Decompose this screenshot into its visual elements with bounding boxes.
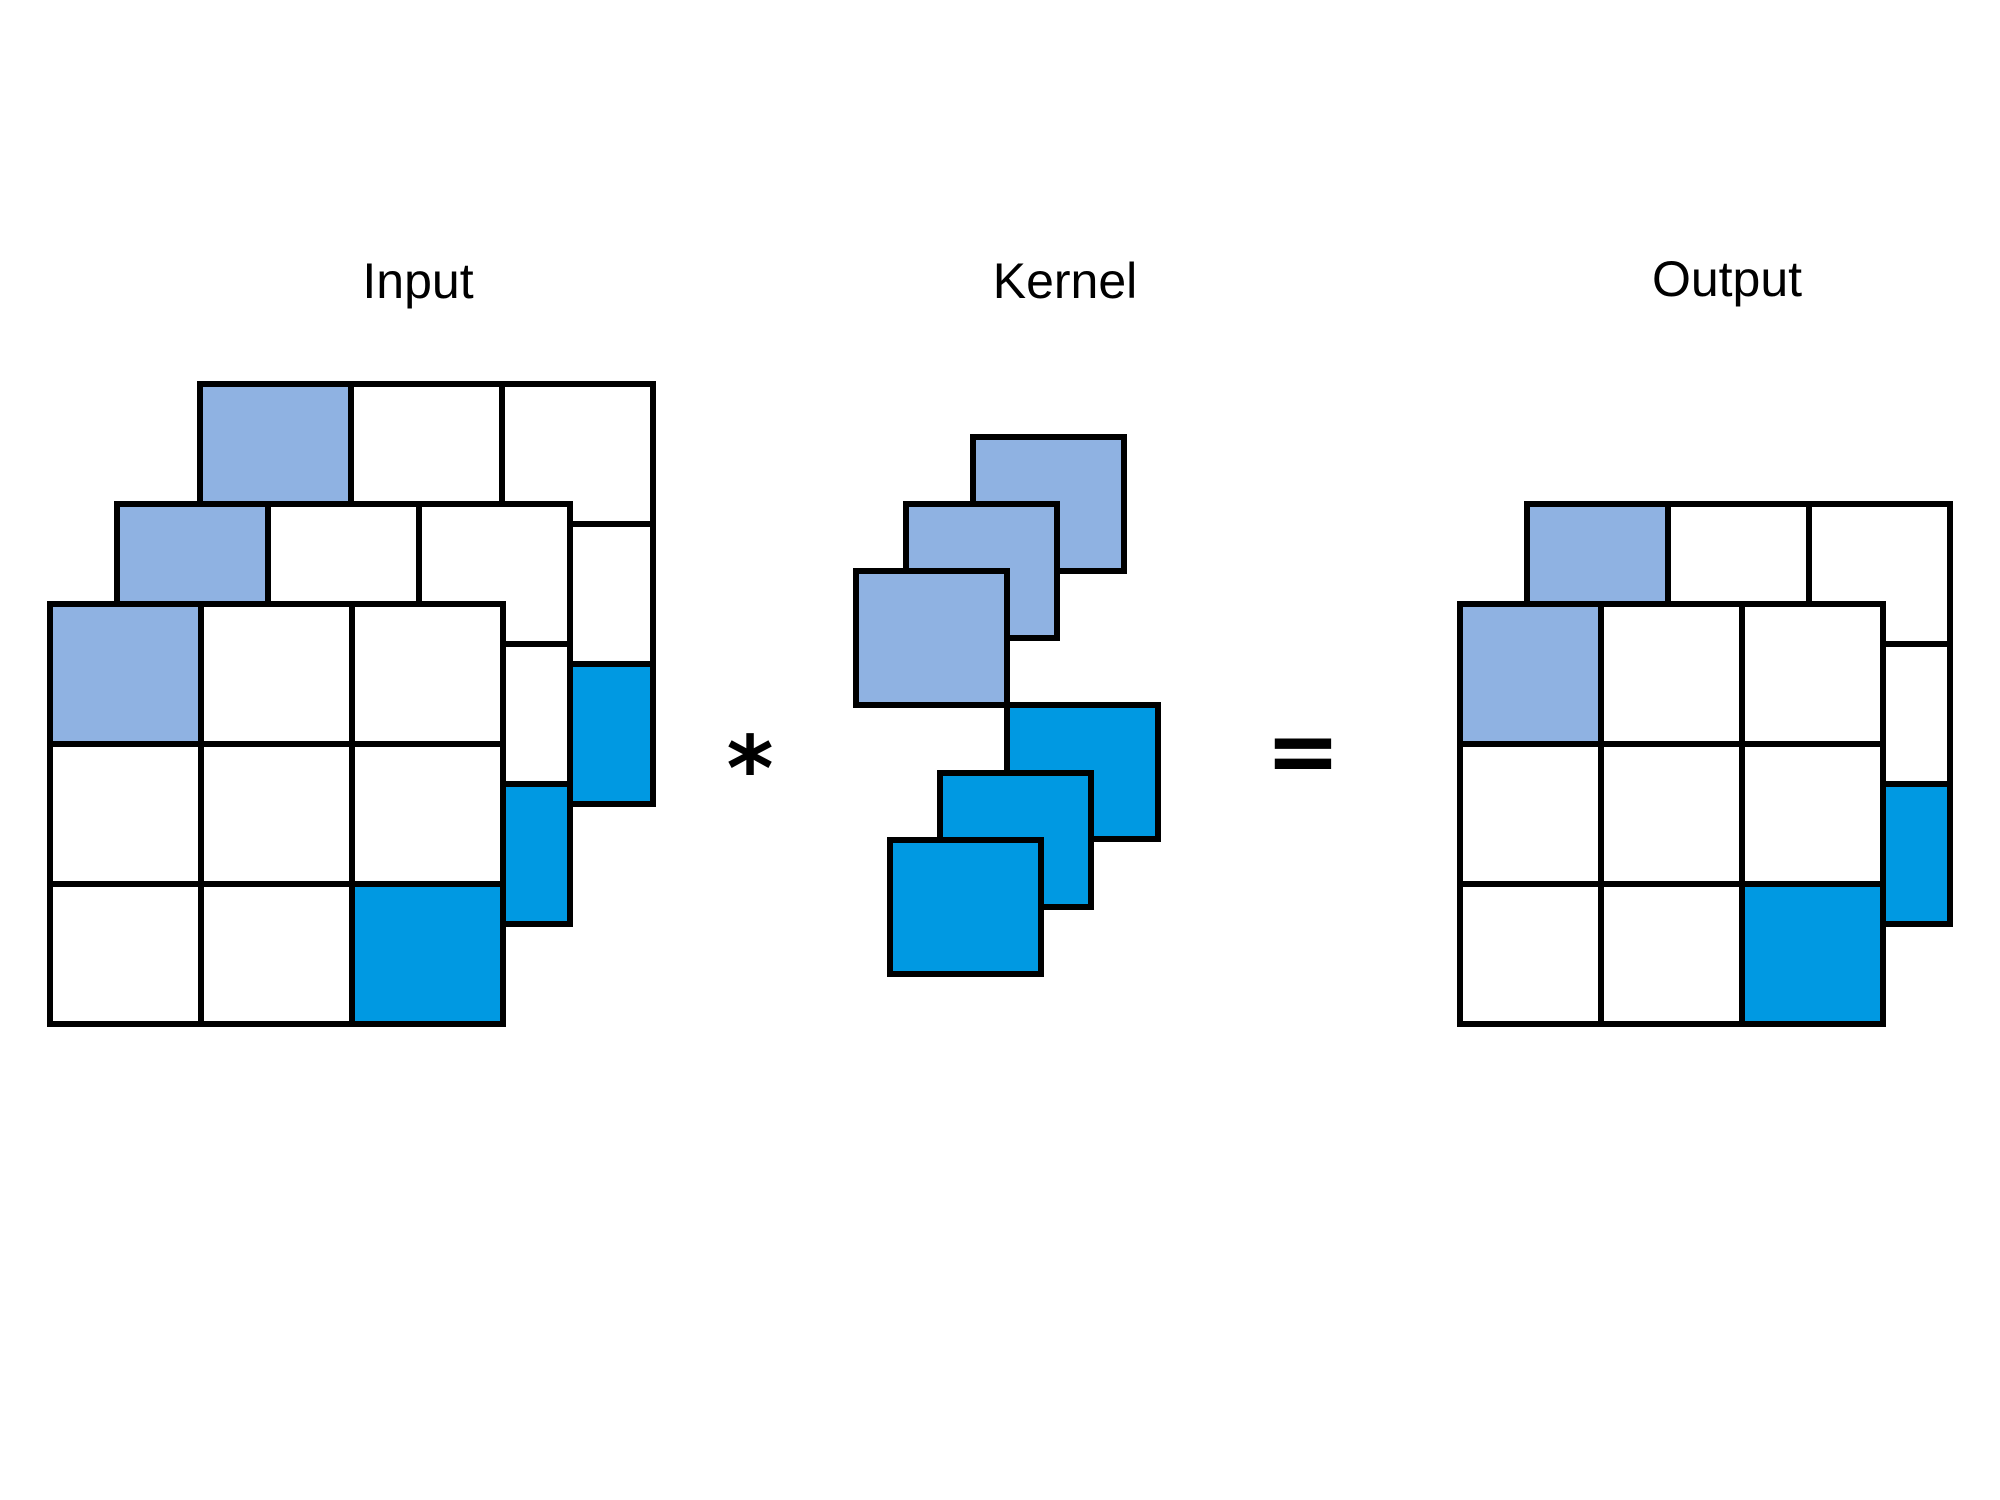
kernel-title: Kernel — [993, 253, 1138, 309]
kernel-g2-square-3 — [887, 837, 1044, 977]
output-tensor — [1457, 501, 1953, 1027]
input-layer-3 — [47, 601, 506, 1027]
input-title: Input — [362, 253, 473, 309]
kernel-g1-square-3 — [853, 568, 1010, 708]
convolution-operator: * — [726, 717, 773, 822]
output-cell-r2-c2 — [1598, 741, 1745, 887]
input-cell-r2-c1 — [47, 741, 204, 887]
output-cell-r2-c1 — [1457, 741, 1604, 887]
input-cell-r2-c2 — [198, 741, 355, 887]
input-cell-r1-c3 — [349, 601, 506, 747]
equals-operator: = — [1265, 699, 1340, 804]
output-title: Output — [1652, 251, 1802, 307]
input-cell-r3-c3 — [349, 881, 506, 1027]
output-cell-r3-c1 — [1457, 881, 1604, 1027]
output-cell-r1-c2 — [1598, 601, 1745, 747]
output-cell-r3-c2 — [1598, 881, 1745, 1027]
input-cell-r2-c3 — [349, 741, 506, 887]
input-cell-r3-c1 — [47, 881, 204, 1027]
output-cell-r1-c1 — [1457, 601, 1604, 747]
output-cell-r1-c3 — [1739, 601, 1886, 747]
input-cell-r3-c2 — [198, 881, 355, 1027]
input-tensor — [47, 381, 656, 1027]
kernel-stack — [853, 434, 1161, 977]
output-cell-r3-c3 — [1739, 881, 1886, 1027]
output-cell-r2-c3 — [1739, 741, 1886, 887]
input-cell-r1-c1 — [47, 601, 204, 747]
output-layer-2 — [1457, 601, 1886, 1027]
input-cell-r1-c2 — [198, 601, 355, 747]
